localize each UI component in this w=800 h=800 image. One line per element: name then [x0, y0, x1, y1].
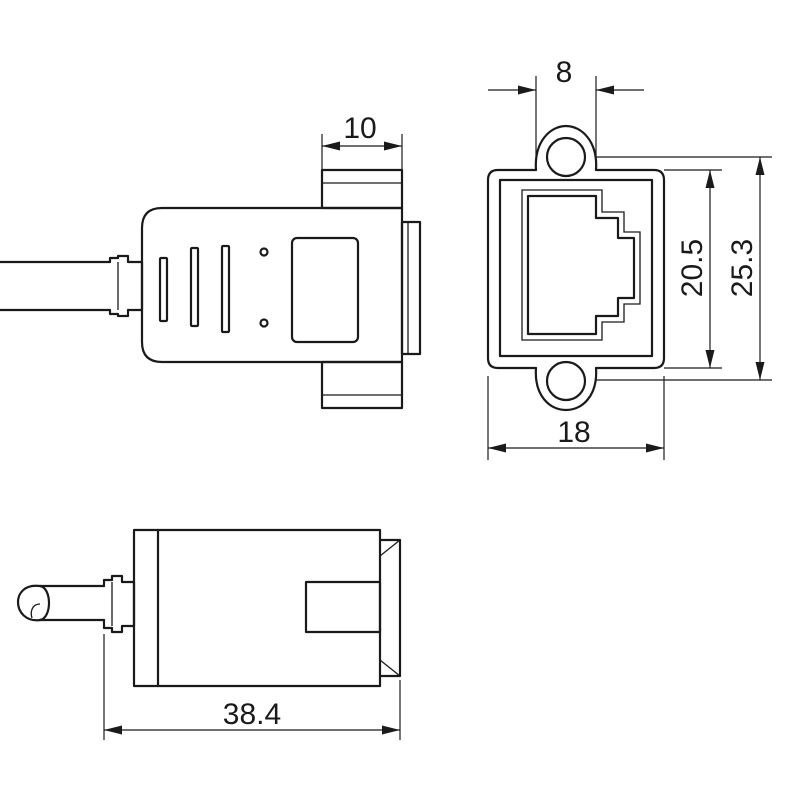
indicator-dot [259, 318, 269, 328]
front-jack [400, 220, 422, 356]
indicator-dot [259, 247, 269, 257]
dim-label-20-5: 20.5 [676, 239, 709, 297]
plug-body [140, 206, 404, 364]
front-flange [486, 124, 666, 412]
grip-slot [158, 256, 169, 323]
cable-break [16, 584, 42, 622]
dim-port-width: 18 [487, 376, 665, 460]
dim-overall-length: 38.4 [103, 634, 401, 740]
dim-hole-spacing: 8 [488, 56, 644, 162]
dim-label-25-3: 25.3 [726, 239, 759, 297]
front-inner-frame [498, 178, 654, 358]
latch-tab [304, 580, 382, 634]
rj45-port-inner [521, 189, 641, 341]
dim-label-8: 8 [556, 56, 573, 89]
grip-slot [220, 244, 231, 334]
strain-relief-top [102, 574, 136, 634]
front-taper [378, 538, 402, 678]
dim-flange-width: 10 [321, 112, 403, 170]
top-body [132, 528, 382, 688]
dim-label-10: 10 [343, 112, 376, 145]
dim-flange-height: 25.3 [596, 156, 772, 381]
dim-label-38-4: 38.4 [223, 698, 281, 731]
top-view: 38.4 [16, 528, 402, 740]
front-view: 8 20.5 25.3 18 [486, 56, 772, 460]
mounting-hole [545, 360, 587, 402]
grip-slot [189, 246, 200, 328]
flange-top [320, 168, 404, 210]
side-view: 10 [0, 112, 422, 410]
dim-port-height: 20.5 [664, 169, 722, 369]
rj45-port [526, 194, 636, 336]
strain-relief [108, 254, 144, 318]
dim-label-18: 18 [557, 416, 590, 449]
mounting-hole [545, 136, 587, 178]
label-window [290, 236, 360, 344]
flange-bottom [320, 360, 404, 410]
cable-side [0, 260, 112, 312]
